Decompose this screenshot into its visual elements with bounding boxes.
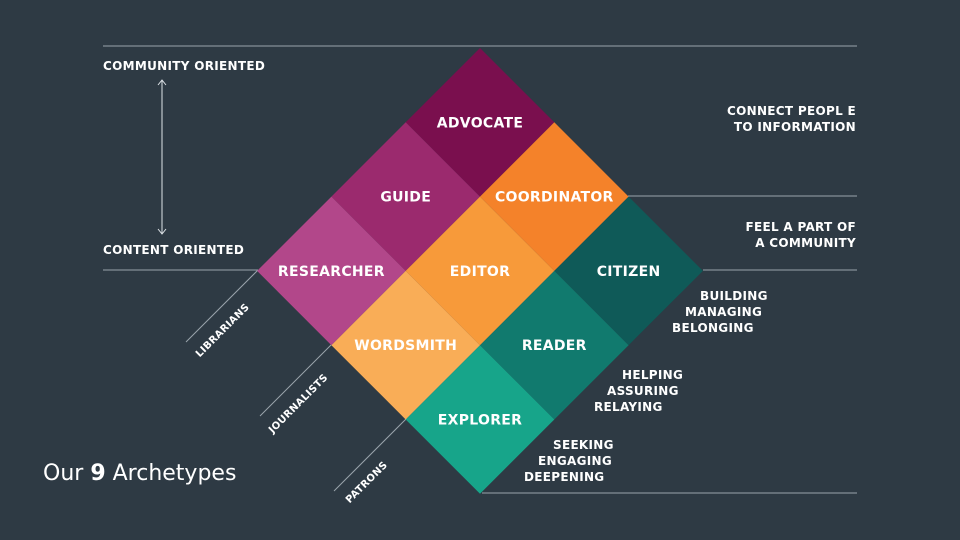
leader-patrons: [333, 417, 408, 492]
title-suffix: Archetypes: [105, 461, 237, 486]
right-label-connect-line-2: TO INFORMATION: [733, 120, 856, 134]
cell-label-citizen: CITIZEN: [597, 264, 661, 280]
cell-label-explorer: EXPLORER: [438, 413, 522, 429]
cell-coordinator: [480, 122, 629, 271]
cell-researcher: [257, 196, 406, 346]
cell-reader: [480, 270, 629, 420]
verb-assuring: ASSURING: [607, 384, 679, 398]
title-prefix: Our: [43, 461, 91, 486]
right-label-connect-line-1: CONNECT PEOPL E: [727, 104, 856, 118]
cell-label-researcher: RESEARCHER: [278, 264, 385, 280]
verb-seeking: SEEKING: [553, 438, 614, 452]
cell-label-reader: READER: [522, 338, 587, 354]
verbs-citizen: BUILDING MANAGING BELONGING: [672, 288, 768, 336]
axis-label-top: COMMUNITY ORIENTED: [103, 59, 266, 73]
cell-citizen: [554, 196, 703, 346]
cell-label-coordinator: COORDINATOR: [495, 190, 614, 206]
cell-explorer: [405, 345, 555, 494]
vertical-double-arrow: [157, 79, 167, 235]
leader-librarians: [185, 269, 259, 343]
axis-label-bottom: CONTENT ORIENTED: [103, 243, 245, 257]
verb-engaging: ENGAGING: [538, 454, 612, 468]
right-label-community-line-2: A COMMUNITY: [755, 236, 856, 250]
verb-deepening: DEEPENING: [524, 470, 605, 484]
title-number: 9: [90, 461, 106, 486]
right-label-connect: CONNECT PEOPL E TO INFORMATION: [727, 103, 856, 135]
cell-advocate: [405, 48, 555, 197]
cell-label-guide: GUIDE: [380, 190, 431, 206]
right-label-community-line-1: FEEL A PART OF: [745, 220, 856, 234]
verb-building: BUILDING: [700, 289, 768, 303]
verbs-explorer: SEEKING ENGAGING DEEPENING: [524, 437, 614, 485]
cell-label-wordsmith: WORDSMITH: [354, 338, 457, 354]
cell-label-advocate: ADVOCATE: [437, 115, 523, 131]
right-label-community: FEEL A PART OF A COMMUNITY: [745, 219, 856, 251]
verb-managing: MANAGING: [685, 305, 763, 319]
verb-relaying: RELAYING: [594, 400, 663, 414]
cell-editor: [405, 196, 555, 346]
slide-title: Our 9 Archetypes: [43, 461, 236, 486]
verb-belonging: BELONGING: [672, 321, 754, 335]
verb-helping: HELPING: [622, 368, 684, 382]
verbs-reader: HELPING ASSURING RELAYING: [594, 367, 683, 415]
leader-journalists: [259, 343, 333, 417]
cell-label-editor: EDITOR: [450, 264, 510, 280]
